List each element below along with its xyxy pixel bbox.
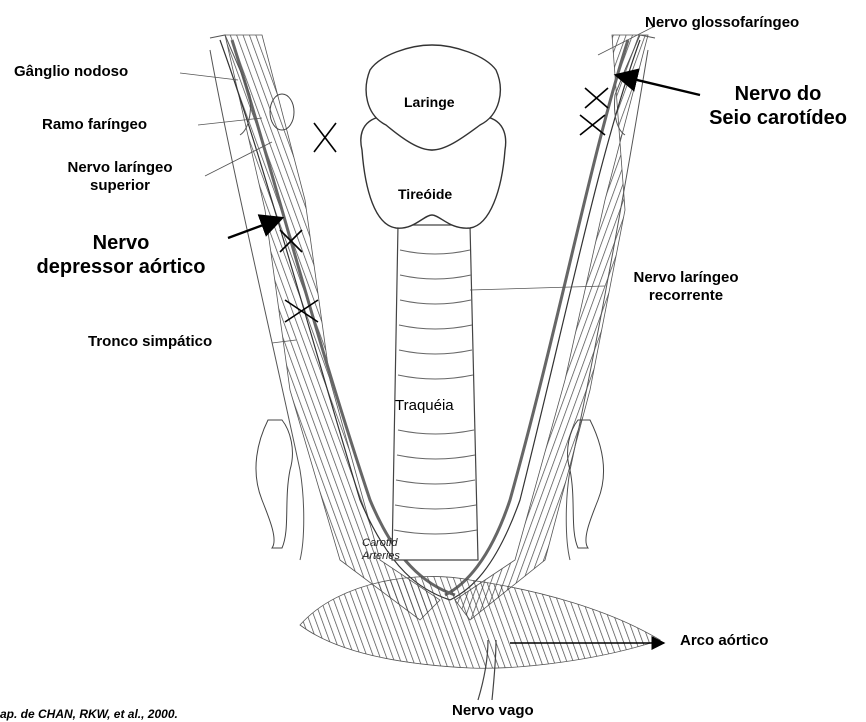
source-credit: ap. de CHAN, RKW, et al., 2000. bbox=[0, 707, 178, 721]
label-nervo-laringeo-recorrente: Nervo laríngeo recorrente bbox=[606, 269, 766, 305]
label-nervo-laringeo-superior-line2: superior bbox=[40, 177, 200, 195]
label-nervo-laringeo-recorrente-line2: recorrente bbox=[606, 287, 766, 305]
label-nervo-laringeo-recorrente-line1: Nervo laríngeo bbox=[606, 269, 766, 287]
label-nervo-depressor-line1: Nervo bbox=[16, 231, 226, 255]
label-nervo-seio-line2: Seio carotídeo bbox=[690, 106, 866, 130]
label-traqueia: Traquéia bbox=[395, 397, 454, 414]
label-ganglio-nodoso: Gânglio nodoso bbox=[14, 63, 128, 81]
label-nervo-laringeo-superior-line1: Nervo laríngeo bbox=[40, 159, 200, 177]
label-arco-aortico: Arco aórtico bbox=[680, 632, 768, 650]
label-nervo-seio-carotideo: Nervo do Seio carotídeo bbox=[690, 82, 866, 130]
label-nervo-glossofaringeo: Nervo glossofaríngeo bbox=[645, 14, 799, 32]
label-nervo-depressor-line2: depressor aórtico bbox=[16, 255, 226, 279]
label-laringe: Laringe bbox=[404, 94, 455, 110]
aortic-arch bbox=[300, 576, 660, 668]
label-nervo-laringeo-superior: Nervo laríngeo superior bbox=[40, 159, 200, 195]
left-sympathetic-ganglion bbox=[256, 420, 292, 548]
label-tronco-simpatico: Tronco simpático bbox=[88, 333, 212, 351]
label-nervo-depressor-aortico: Nervo depressor aórtico bbox=[16, 231, 226, 279]
label-nervo-vago: Nervo vago bbox=[452, 702, 534, 720]
label-tireoide: Tireóide bbox=[398, 186, 452, 202]
label-carotid-line1: Carotid bbox=[362, 537, 400, 550]
trachea bbox=[392, 225, 478, 560]
label-ramo-faringeo: Ramo faríngeo bbox=[42, 116, 147, 134]
label-carotid-arteries: Carotid Arteries bbox=[362, 537, 400, 563]
label-carotid-line2: Arteries bbox=[362, 550, 400, 563]
label-nervo-seio-line1: Nervo do bbox=[690, 82, 866, 106]
